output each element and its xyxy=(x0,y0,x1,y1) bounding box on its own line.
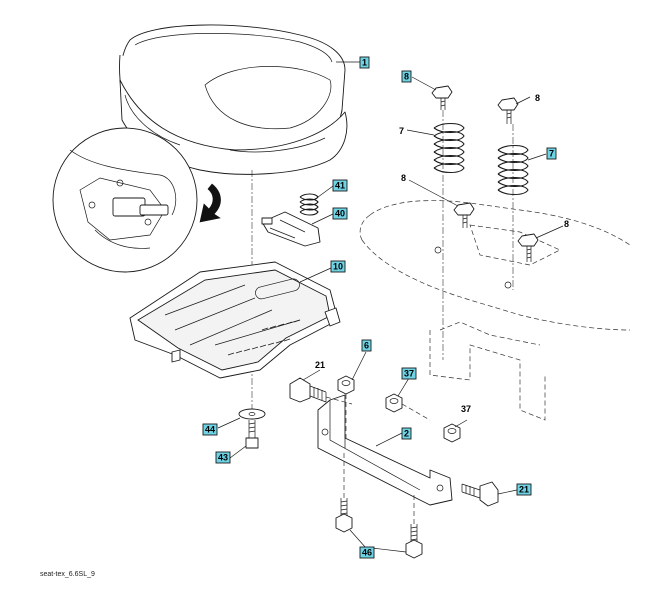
callout-8: 8 xyxy=(401,173,406,183)
bolt-46-left xyxy=(335,498,353,533)
seat-bracket-2 xyxy=(317,394,453,506)
callout-43: 43 xyxy=(215,451,231,464)
bolt-21-left xyxy=(289,377,327,403)
bolt-21-right xyxy=(461,481,499,507)
svg-text:43: 43 xyxy=(218,453,228,463)
svg-text:46: 46 xyxy=(362,548,372,558)
frame-outline xyxy=(359,200,631,421)
callout-41: 41 xyxy=(332,179,348,192)
bolt-8-top-left xyxy=(431,85,453,110)
callout-7: 7 xyxy=(546,147,557,160)
svg-text:44: 44 xyxy=(205,425,215,435)
bolt-43 xyxy=(245,420,259,449)
bolt-8-mid-left xyxy=(453,202,475,228)
spring-7-left xyxy=(433,122,465,174)
callout-8: 8 xyxy=(535,93,540,103)
callout-44: 44 xyxy=(202,423,218,436)
svg-text:40: 40 xyxy=(335,209,345,219)
leader-lines xyxy=(217,61,564,553)
svg-text:41: 41 xyxy=(335,181,345,191)
figure-caption: seat-tex_6.6SL_9 xyxy=(40,571,95,578)
callout-21: 21 xyxy=(315,360,325,370)
callout-7: 7 xyxy=(399,126,404,136)
svg-text:7: 7 xyxy=(549,149,554,159)
guide-line xyxy=(325,396,353,405)
bolt-46-right xyxy=(405,524,423,559)
callout-37: 37 xyxy=(401,367,417,380)
spring-41 xyxy=(299,193,319,216)
nut-6 xyxy=(337,375,355,395)
callout-37: 37 xyxy=(461,404,471,414)
svg-text:8: 8 xyxy=(404,72,409,82)
callout-8: 8 xyxy=(401,70,412,83)
callout-40: 40 xyxy=(332,207,348,220)
seat-latch-40 xyxy=(261,211,321,247)
svg-text:10: 10 xyxy=(333,262,343,272)
nut-37-left xyxy=(385,393,403,413)
callout-21: 21 xyxy=(516,483,532,496)
callout-10: 10 xyxy=(330,260,346,273)
slot-row xyxy=(227,319,301,356)
detail-magnifier xyxy=(52,127,221,273)
svg-text:2: 2 xyxy=(404,429,409,439)
spring-7-right xyxy=(497,144,529,196)
callout-8: 8 xyxy=(564,219,569,229)
svg-text:21: 21 xyxy=(519,485,529,495)
callout-6: 6 xyxy=(361,339,372,352)
callout-2: 2 xyxy=(401,427,412,440)
bolt-8-mid-right xyxy=(517,233,539,262)
guide-line xyxy=(401,403,431,421)
svg-text:1: 1 xyxy=(362,58,367,68)
callout-46: 46 xyxy=(359,546,375,559)
svg-text:6: 6 xyxy=(364,341,369,351)
seat-plate-10 xyxy=(129,261,341,379)
nut-37-right xyxy=(443,423,461,443)
bolt-8-top-right xyxy=(497,97,519,124)
callout-1: 1 xyxy=(359,56,370,69)
svg-text:37: 37 xyxy=(404,369,414,379)
washer-44 xyxy=(238,408,266,420)
